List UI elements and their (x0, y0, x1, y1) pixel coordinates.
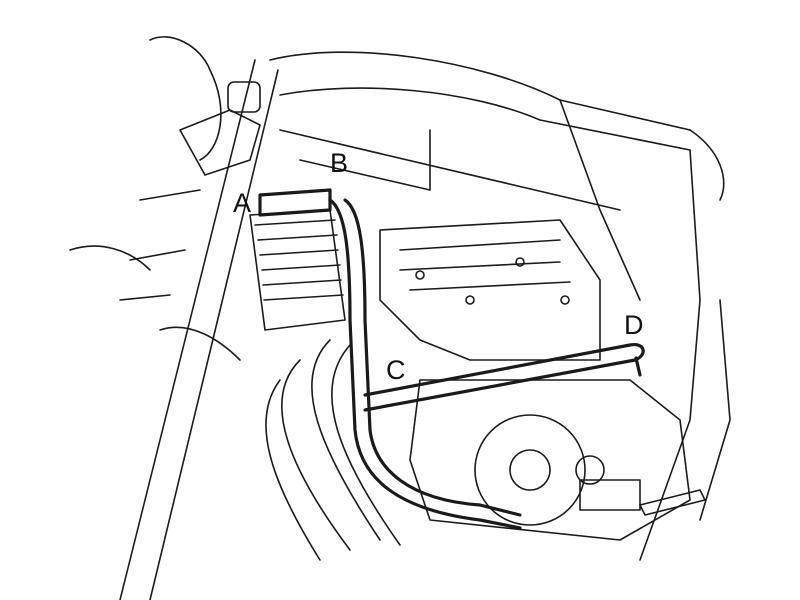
label-b: B (330, 148, 349, 178)
label-c: C (386, 355, 406, 385)
engine-guard (258, 188, 645, 530)
radiator (249, 209, 346, 331)
front-fork (69, 36, 279, 600)
engine-block (379, 219, 691, 541)
foot-peg (639, 489, 706, 516)
frame (269, 51, 731, 561)
label-a: A (233, 188, 252, 218)
exhaust-pipes (265, 339, 401, 561)
label-d: D (624, 310, 644, 340)
